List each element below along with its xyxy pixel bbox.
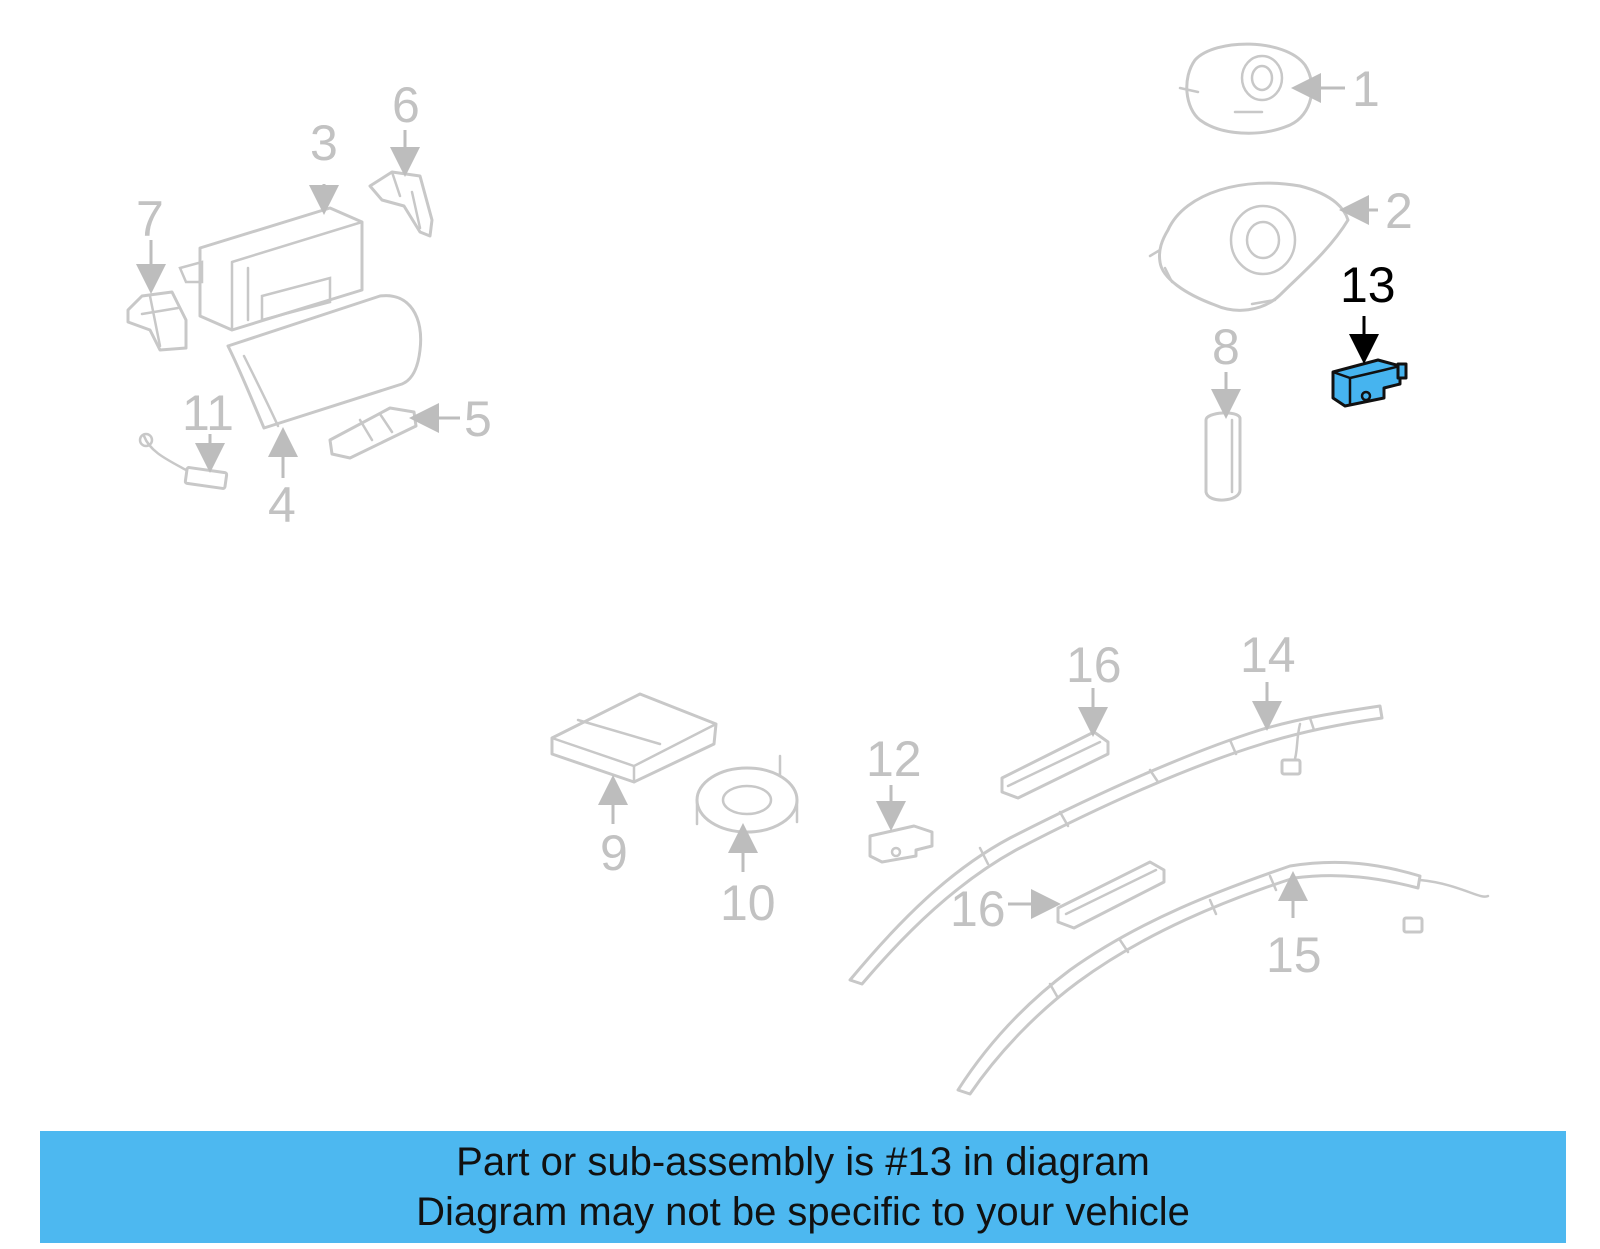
callout-14: 14 [1240,627,1296,683]
callout-8: 8 [1212,319,1240,375]
part-4-airbag-cover[interactable] [226,294,423,430]
callout-16-lower: 16 [950,881,1006,937]
callout-16-upper: 16 [1066,637,1122,693]
callout-3: 3 [310,115,338,171]
part-11-harness-lead[interactable] [138,432,229,490]
callout-12: 12 [866,731,922,787]
callout-5: 5 [464,391,492,447]
part-6-bracket[interactable] [368,170,434,238]
part-14-curtain-airbag-upper[interactable] [848,704,1384,986]
callout-15: 15 [1266,927,1322,983]
info-banner: Part or sub-assembly is #13 in diagram D… [40,1131,1566,1243]
part-13-highlighted-sensor[interactable] [1331,358,1408,408]
callout-10: 10 [720,875,776,931]
callout-9: 9 [600,825,628,881]
part-8-knee-airbag[interactable] [1204,411,1242,502]
part-15-curtain-airbag-lower[interactable] [956,860,1490,1096]
callout-2: 2 [1385,183,1413,239]
part-1-steering-airbag-cover[interactable] [1178,42,1314,135]
part-16-side-airbag-lower[interactable] [1056,860,1166,930]
callout-11: 11 [182,385,234,441]
banner-line-2: Diagram may not be specific to your vehi… [416,1190,1190,1234]
part-2-driver-airbag-module[interactable] [1148,181,1350,312]
part-10-clock-spring[interactable] [695,754,799,834]
part-16-side-airbag-upper[interactable] [1000,730,1110,800]
part-9-control-module[interactable] [550,692,718,784]
callout-13: 13 [1340,257,1396,313]
callout-4: 4 [268,477,296,533]
part-7-bracket[interactable] [126,290,188,352]
callout-1: 1 [1352,61,1380,117]
part-12-impact-sensor[interactable] [868,824,934,864]
part-5-mounting-plate[interactable] [328,406,418,460]
callout-7: 7 [136,191,164,247]
banner-line-1: Part or sub-assembly is #13 in diagram [456,1140,1150,1184]
callout-6: 6 [392,77,420,133]
